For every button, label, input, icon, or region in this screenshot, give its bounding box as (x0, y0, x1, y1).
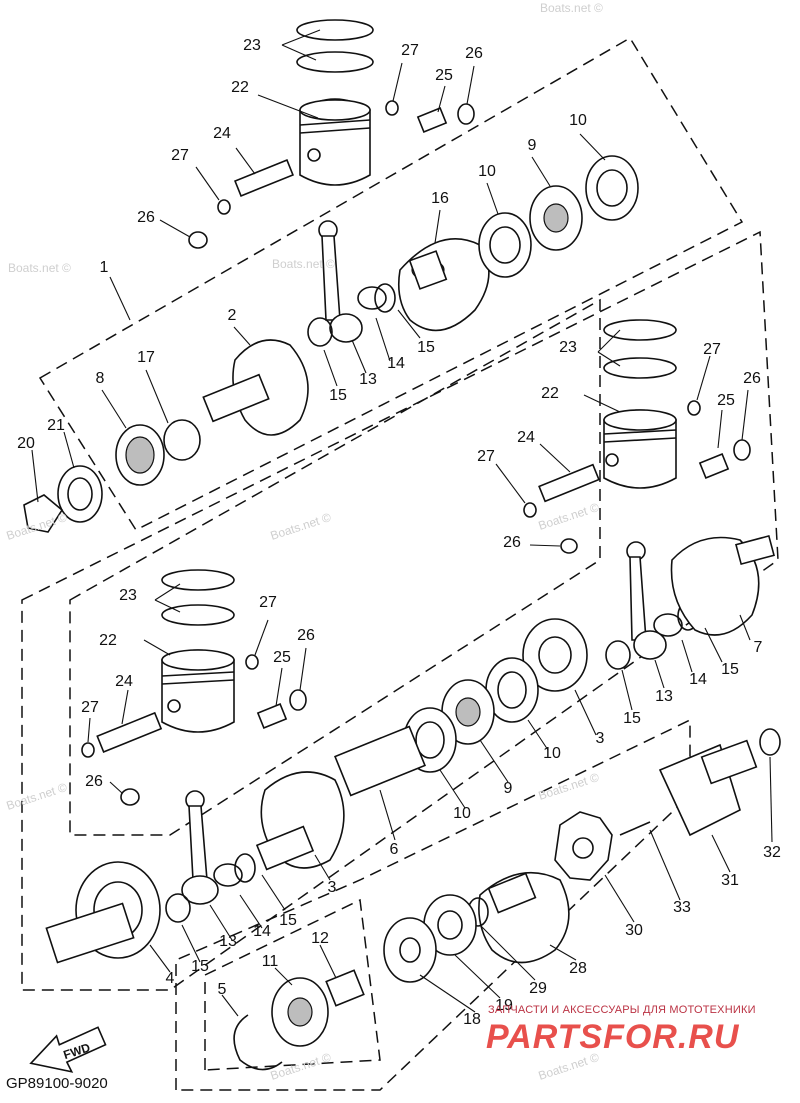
crankshaft-top (23, 155, 639, 533)
part-label-9: 9 (528, 137, 537, 154)
part-label-23: 23 (559, 339, 577, 356)
part-label-26: 26 (465, 45, 483, 62)
part-label-27: 27 (81, 699, 99, 716)
part-label-23: 23 (243, 37, 261, 54)
watermark-1: Boats.net © (8, 261, 71, 275)
diagram-code: GP89100-9020 (6, 1075, 108, 1092)
part-label-24: 24 (115, 673, 133, 690)
part-label-13: 13 (655, 688, 673, 705)
part-label-28: 28 (569, 960, 587, 977)
part-label-3: 3 (328, 879, 337, 896)
piston-group-right (523, 319, 751, 554)
part-label-8: 8 (96, 370, 105, 387)
part-label-14: 14 (253, 923, 271, 940)
part-label-25: 25 (435, 67, 453, 84)
part-label-11: 11 (262, 953, 279, 970)
part-label-12: 12 (311, 930, 329, 947)
watermark-2: Boats.net © (272, 257, 335, 271)
group-outlines (21, 36, 779, 1091)
part-label-33: 33 (673, 899, 691, 916)
part-label-27: 27 (171, 147, 189, 164)
fwd-arrow-icon: FWD (29, 1026, 107, 1073)
part-label-18: 18 (463, 1011, 481, 1028)
part-label-26: 26 (503, 534, 521, 551)
part-label-7: 7 (754, 639, 763, 656)
part-label-22: 22 (231, 79, 249, 96)
part-label-26: 26 (743, 370, 761, 387)
part-label-10: 10 (543, 745, 561, 762)
part-label-10: 10 (569, 112, 587, 129)
part-label-24: 24 (213, 125, 231, 142)
part-label-15: 15 (191, 958, 209, 975)
outline-crank-assembly-main (21, 230, 779, 991)
pump-assembly (233, 728, 781, 1071)
part-label-4: 4 (166, 970, 175, 987)
part-label-22: 22 (541, 385, 559, 402)
outline-lower-cylinder-group (69, 298, 601, 836)
part-label-14: 14 (689, 671, 707, 688)
watermark-10: Boats.net © (540, 1, 603, 15)
watermark-8: Boats.net © (269, 1050, 333, 1083)
part-label-2: 2 (228, 307, 237, 324)
watermark-6: Boats.net © (537, 770, 601, 803)
part-label-1: 1 (100, 259, 109, 276)
part-label-10: 10 (453, 805, 471, 822)
part-label-26: 26 (85, 773, 103, 790)
watermark-5: Boats.net © (537, 500, 601, 533)
watermark-7: Boats.net © (5, 780, 69, 813)
part-label-5: 5 (218, 981, 227, 998)
part-label-16: 16 (431, 190, 449, 207)
part-label-15: 15 (721, 661, 739, 678)
outline-crank-assembly-top (38, 36, 744, 531)
shop-brand-logo: PARTSFOR.RU (486, 1018, 740, 1056)
part-label-25: 25 (273, 649, 291, 666)
part-label-23: 23 (119, 587, 137, 604)
part-label-15: 15 (329, 387, 347, 404)
piston-group-left (81, 569, 307, 806)
part-label-15: 15 (623, 710, 641, 727)
part-label-19: 19 (495, 997, 513, 1014)
part-label-20: 20 (17, 435, 35, 452)
part-label-10: 10 (478, 163, 496, 180)
part-label-13: 13 (359, 371, 377, 388)
part-label-15: 15 (417, 339, 435, 356)
outline-pump-assembly (175, 718, 691, 1091)
part-label-26: 26 (137, 209, 155, 226)
part-label-15: 15 (279, 912, 297, 929)
part-label-27: 27 (703, 341, 721, 358)
crankshaft-main (45, 534, 775, 964)
part-label-25: 25 (717, 392, 735, 409)
part-label-24: 24 (517, 429, 535, 446)
part-label-6: 6 (390, 841, 399, 858)
part-label-29: 29 (529, 980, 547, 997)
part-label-17: 17 (137, 349, 155, 366)
part-label-27: 27 (259, 594, 277, 611)
part-label-13: 13 (219, 933, 237, 950)
leader-lines (31, 29, 773, 1017)
part-label-3: 3 (596, 730, 605, 747)
part-label-26: 26 (297, 627, 315, 644)
part-label-32: 32 (763, 844, 781, 861)
outline-bearing-subgroup (204, 898, 381, 1071)
part-label-21: 21 (47, 417, 65, 434)
part-label-27: 27 (401, 42, 419, 59)
part-label-22: 22 (99, 632, 117, 649)
part-label-14: 14 (387, 355, 405, 372)
part-label-27: 27 (477, 448, 495, 465)
part-label-9: 9 (504, 780, 513, 797)
part-label-31: 31 (721, 872, 739, 889)
watermark-3: Boats.net © (269, 510, 333, 543)
shop-tagline: ЗАПЧАСТИ И АКСЕССУАРЫ ДЛЯ МОТОТЕХНИКИ (488, 1004, 756, 1016)
connecting-rods (165, 220, 699, 923)
piston-group-top (188, 19, 475, 249)
part-label-30: 30 (625, 922, 643, 939)
